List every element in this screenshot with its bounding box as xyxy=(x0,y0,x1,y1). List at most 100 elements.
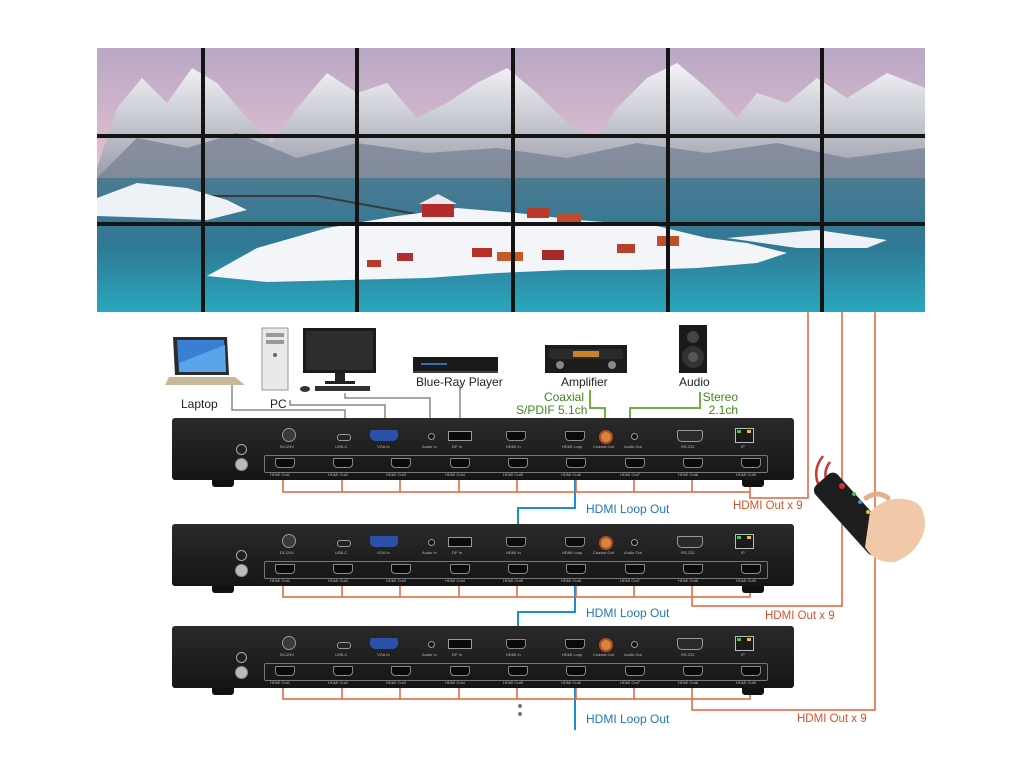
hdmi-out-port xyxy=(508,564,528,574)
center-island xyxy=(207,208,787,282)
hdmi-out-port xyxy=(683,666,703,676)
vga-port xyxy=(370,638,398,649)
hdmi-out-labels: HDMI Out1 HDMI Out2 HDMI Out3 HDMI Out4 … xyxy=(270,472,757,477)
dp-in-port xyxy=(448,537,472,547)
hdmi-out-ports xyxy=(264,561,768,579)
hdmi-loop-port xyxy=(565,537,585,547)
hdmi-out-port xyxy=(391,564,411,574)
hdmi-out-port xyxy=(333,666,353,676)
video-wall xyxy=(97,48,925,312)
audio-out-port xyxy=(631,433,638,440)
hdmi-out-port xyxy=(683,458,703,468)
usbc-port xyxy=(337,642,351,649)
ground-screw xyxy=(235,458,248,471)
hdmi-out-port xyxy=(391,666,411,676)
hdmi-out-port xyxy=(741,666,761,676)
hdmi-out-port xyxy=(275,458,295,468)
hand-icon xyxy=(863,491,925,563)
laptop-icon xyxy=(165,337,245,385)
hdmi-in-port xyxy=(506,639,526,649)
hdmi-out-ports xyxy=(264,455,768,473)
hdmi-out-label-1: HDMI Out x 9 xyxy=(733,500,803,512)
dc-power-port xyxy=(282,534,296,548)
hdmi-out-port xyxy=(450,564,470,574)
hdmi-out-port xyxy=(275,666,295,676)
bluray-player-icon xyxy=(413,357,498,373)
coaxial-out-port xyxy=(599,638,613,652)
ethernet-port xyxy=(735,428,754,443)
hdmi-in-port xyxy=(506,431,526,441)
hdmi-out-port xyxy=(450,458,470,468)
ground-icon xyxy=(236,652,247,663)
vga-port xyxy=(370,430,398,441)
loop-out-label-3: HDMI Loop Out xyxy=(586,712,670,726)
hdmi-out-port xyxy=(625,666,645,676)
hdmi-out-labels: HDMI Out1 HDMI Out2 HDMI Out3 HDMI Out4 … xyxy=(270,578,757,583)
loop-out-label-2: HDMI Loop Out xyxy=(586,606,670,620)
amplifier-label: Amplifier xyxy=(561,375,608,389)
hdmi-out-port xyxy=(275,564,295,574)
audio-out-port xyxy=(631,539,638,546)
hdmi-out-port xyxy=(566,458,586,468)
hdmi-out-ports xyxy=(264,663,768,681)
audio-in-port xyxy=(428,433,435,440)
speaker-icon xyxy=(679,325,707,373)
hdmi-out-port xyxy=(683,564,703,574)
hdmi-in-port xyxy=(506,537,526,547)
pc-tower-icon xyxy=(261,327,289,391)
usbc-port xyxy=(337,540,351,547)
coaxial-label: Coaxial S/PDIF 5.1ch xyxy=(516,390,588,417)
audio-in-port xyxy=(428,539,435,546)
rs232-port xyxy=(677,638,703,650)
bluray-label: Blue-Ray Player xyxy=(416,375,503,389)
remote-control-group xyxy=(813,455,925,563)
video-wall-controller-3: DC/24V USB-C VGA In Audio In DP In HDMI … xyxy=(172,626,794,695)
dc-power-port xyxy=(282,636,296,650)
coaxial-out-port xyxy=(599,430,613,444)
hdmi-out-label-2: HDMI Out x 9 xyxy=(765,610,835,622)
hdmi-out-port xyxy=(741,458,761,468)
ground-screw xyxy=(235,666,248,679)
rs232-port xyxy=(677,430,703,442)
hdmi-out-port xyxy=(566,666,586,676)
ethernet-port xyxy=(735,636,754,651)
video-wall-controller-2: DC/24V USB-C VGA In Audio In DP In HDMI … xyxy=(172,524,794,593)
hdmi-out-port xyxy=(566,564,586,574)
ground-icon xyxy=(236,550,247,561)
hdmi-out-port xyxy=(625,458,645,468)
coaxial-out-port xyxy=(599,536,613,550)
rs232-port xyxy=(677,536,703,548)
hdmi-out-port xyxy=(391,458,411,468)
amplifier-icon xyxy=(545,345,627,373)
hdmi-out-port xyxy=(508,458,528,468)
hdmi-out-label-3: HDMI Out x 9 xyxy=(797,713,867,725)
video-wall-scene xyxy=(97,48,925,312)
ground-screw xyxy=(235,564,248,577)
audio-in-port xyxy=(428,641,435,648)
ground-icon xyxy=(236,444,247,455)
left-island xyxy=(97,183,247,220)
pc-label: PC xyxy=(270,397,287,411)
hdmi-out-port xyxy=(741,564,761,574)
hdmi-out-port xyxy=(508,666,528,676)
dp-in-port xyxy=(448,431,472,441)
hdmi-out-labels: HDMI Out1 HDMI Out2 HDMI Out3 HDMI Out4 … xyxy=(270,680,757,685)
ethernet-port xyxy=(735,534,754,549)
video-wall-controller-1: DC/24V USB-C VGA In Audio In DP In HDMI … xyxy=(172,418,794,487)
hdmi-out-port xyxy=(625,564,645,574)
hdmi-out-port xyxy=(333,564,353,574)
monitor-icon xyxy=(300,328,376,392)
dp-in-port xyxy=(448,639,472,649)
audio-label: Audio xyxy=(679,375,710,389)
source-devices xyxy=(165,325,707,392)
hdmi-out-port xyxy=(333,458,353,468)
hdmi-out-port xyxy=(450,666,470,676)
vga-port xyxy=(370,536,398,547)
usbc-port xyxy=(337,434,351,441)
laptop-label: Laptop xyxy=(181,397,218,411)
stereo-label: Stereo 2.1ch xyxy=(702,390,738,417)
audio-out-port xyxy=(631,641,638,648)
dc-power-port xyxy=(282,428,296,442)
hdmi-loop-port xyxy=(565,639,585,649)
hdmi-loop-port xyxy=(565,431,585,441)
